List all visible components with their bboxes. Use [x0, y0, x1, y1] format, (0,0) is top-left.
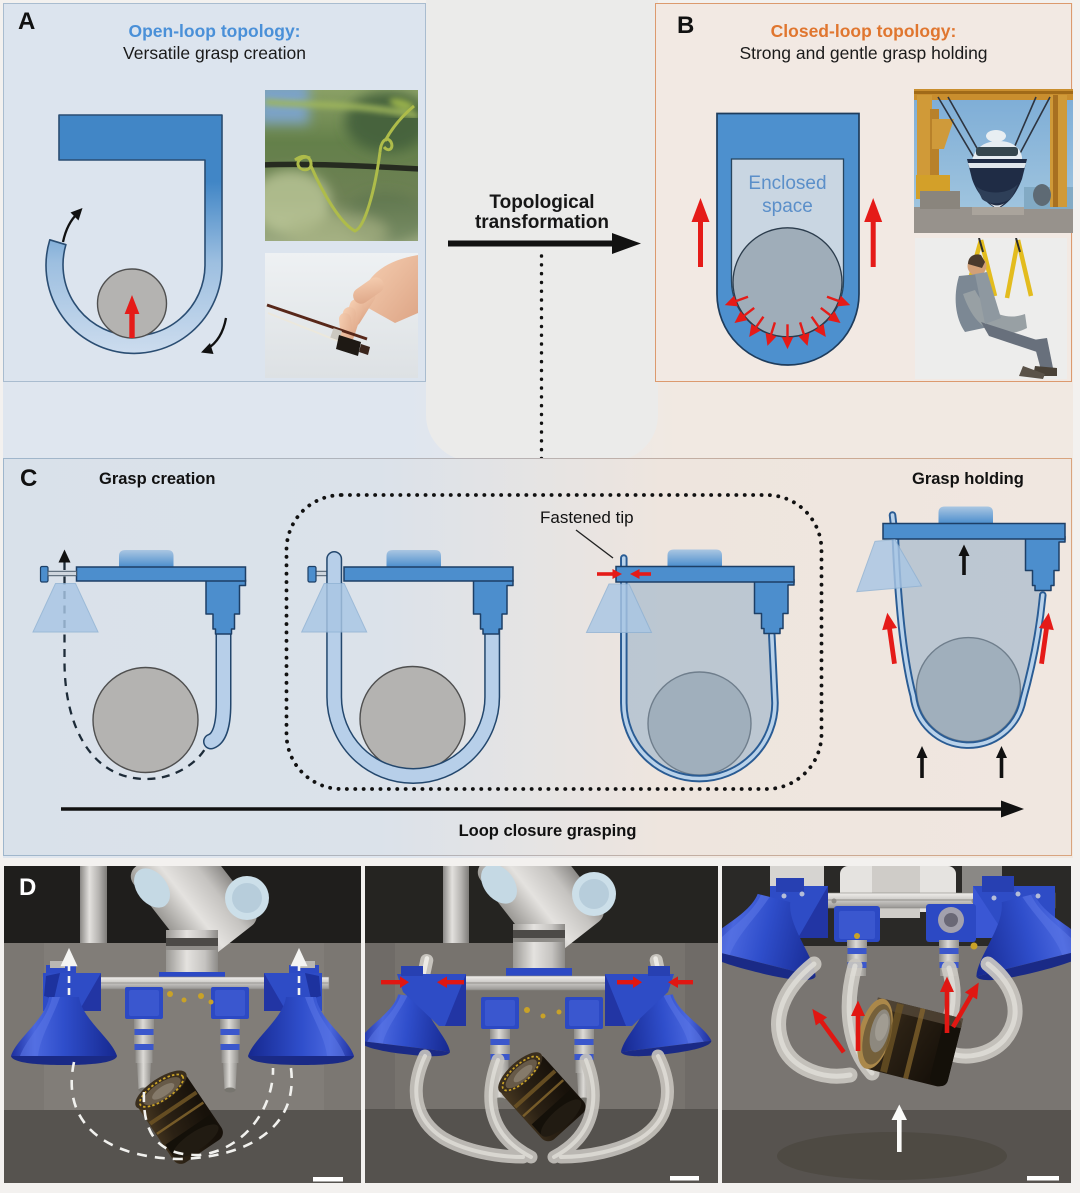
svg-text:Enclosed: Enclosed — [748, 173, 826, 194]
svg-text:space: space — [762, 196, 813, 217]
